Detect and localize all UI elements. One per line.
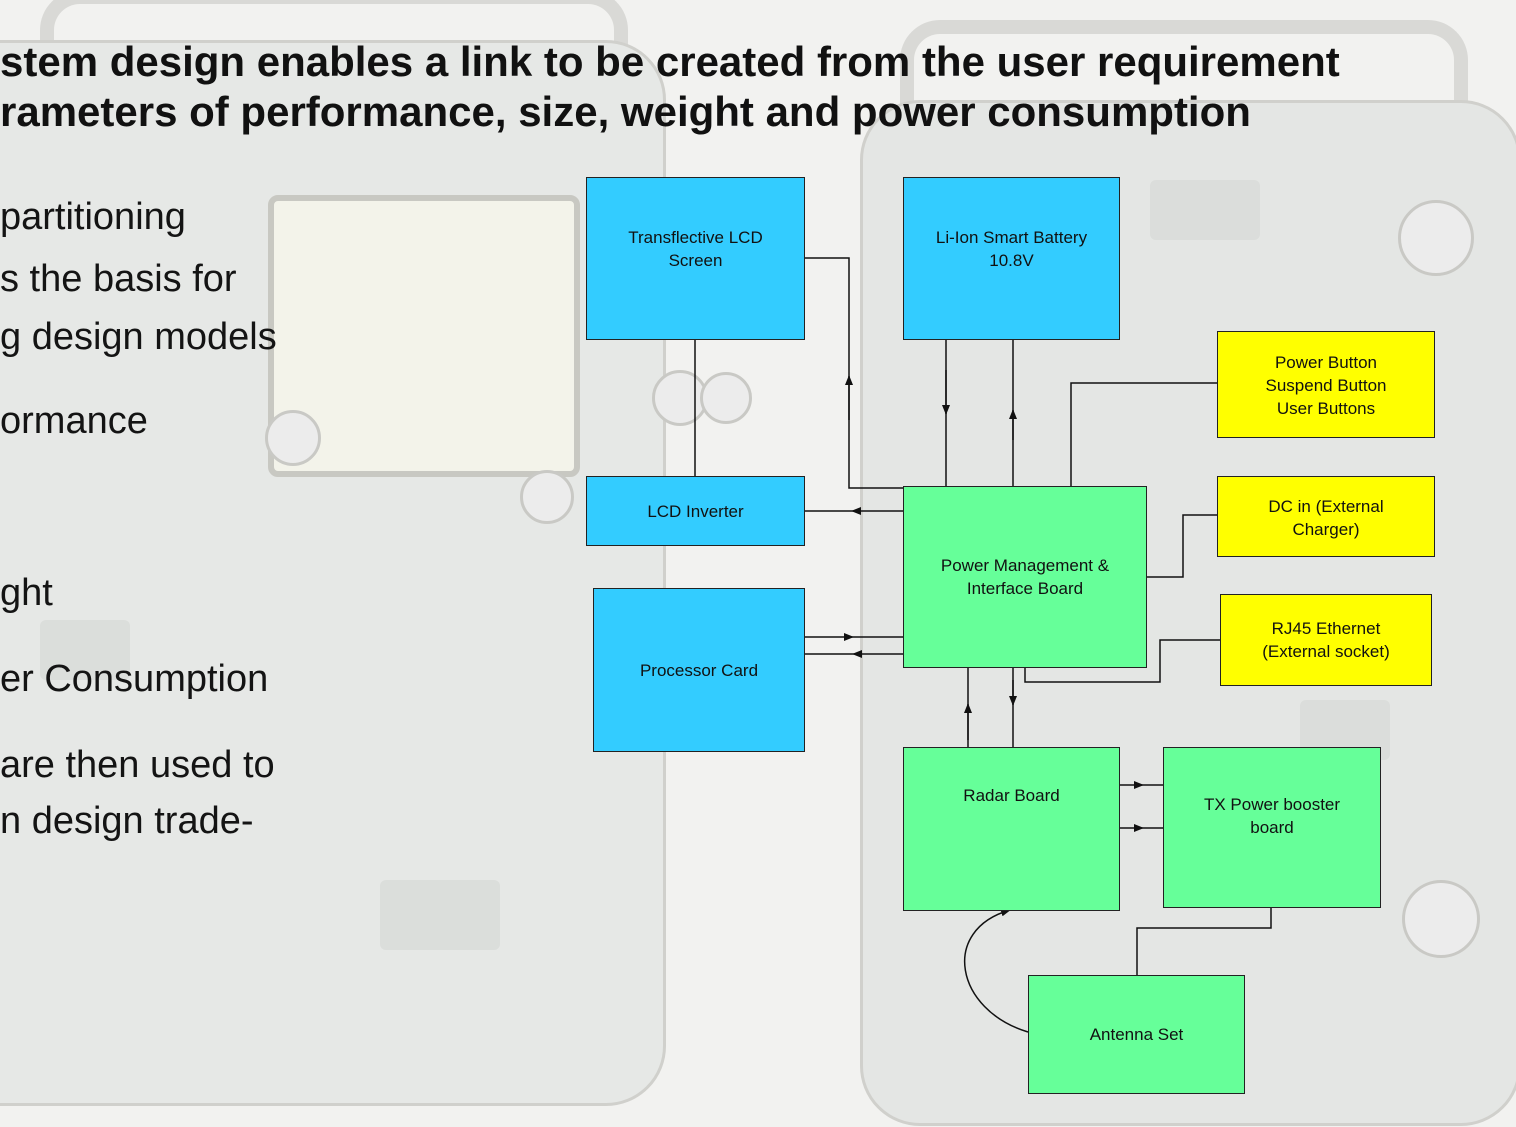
device-knob [1398, 200, 1474, 276]
camo-patch [1150, 180, 1260, 240]
bullet-text: are then used to [0, 744, 275, 786]
bullet-text: er Consumption [0, 658, 269, 700]
bullet-text: partitioning [0, 196, 186, 238]
block-lcd-inverter: LCD Inverter [586, 476, 805, 546]
block-power-management: Power Management & Interface Board [903, 486, 1147, 668]
bullet-text: s the basis for [0, 258, 237, 300]
block-battery: Li-Ion Smart Battery 10.8V [903, 177, 1120, 340]
block-tx-booster: TX Power booster board [1163, 747, 1381, 908]
block-processor-card: Processor Card [593, 588, 805, 752]
bullet-text: g design models [0, 316, 277, 358]
device-knob [1402, 880, 1480, 958]
block-buttons: Power Button Suspend Button User Buttons [1217, 331, 1435, 438]
camo-patch [40, 620, 130, 680]
bullet-text: ormance [0, 400, 148, 442]
device-knob [700, 372, 752, 424]
block-ethernet: RJ45 Ethernet (External socket) [1220, 594, 1432, 686]
camo-patch [380, 880, 500, 950]
device-knob [265, 410, 321, 466]
bullet-text: n design trade- [0, 800, 254, 842]
block-radar-board: Radar Board [903, 747, 1120, 911]
block-antenna-set: Antenna Set [1028, 975, 1245, 1094]
block-dc-in: DC in (External Charger) [1217, 476, 1435, 557]
block-lcd-screen: Transflective LCD Screen [586, 177, 805, 340]
bullet-text: ght [0, 572, 53, 614]
slide-title-line-1: stem design enables a link to be created… [0, 38, 1340, 85]
slide-title-line-2: rameters of performance, size, weight an… [0, 88, 1251, 135]
device-knob [520, 470, 574, 524]
